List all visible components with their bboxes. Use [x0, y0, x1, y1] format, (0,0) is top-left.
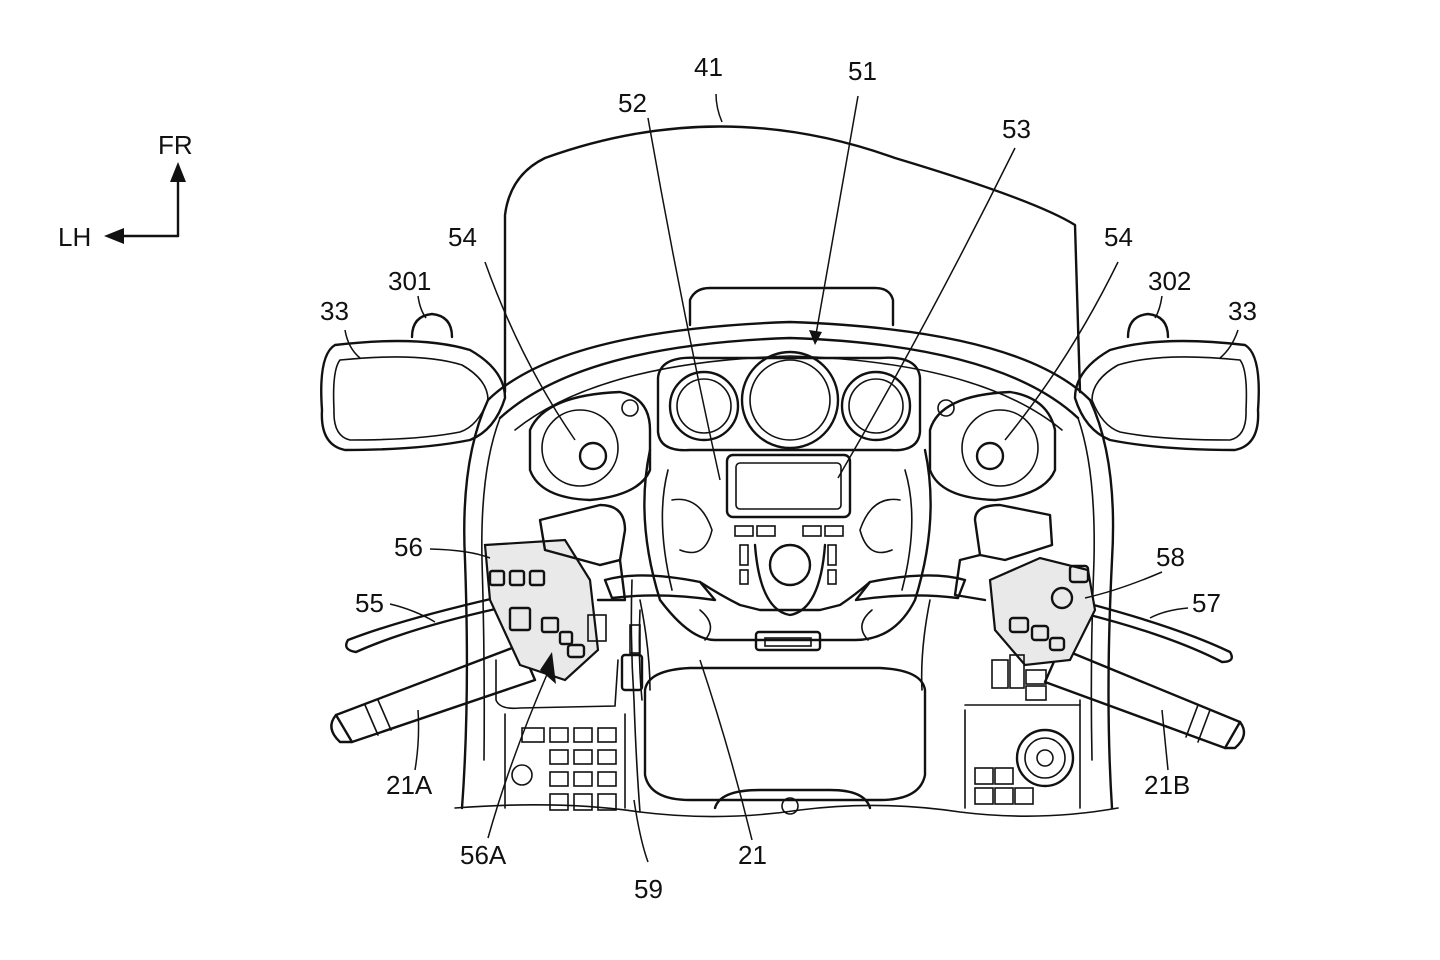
left-switch-button: [540, 652, 556, 684]
fairing-upper-arc: [486, 320, 1092, 402]
speaker-left: [528, 390, 652, 502]
label-right-switch-box: 58: [1156, 542, 1185, 572]
orientation-indicator: FR LH: [58, 130, 193, 252]
label-harness: 59: [634, 874, 663, 904]
speaker-right: [928, 390, 1057, 502]
handlebar: [603, 574, 717, 602]
leader-lines: [344, 93, 1239, 863]
right-dial: [1015, 728, 1075, 788]
label-mirror-right: 33: [1228, 296, 1257, 326]
fairing-upper-arc-inner: [498, 336, 1080, 420]
center-gauge: [740, 350, 840, 450]
label-windshield: 41: [694, 52, 723, 82]
label-speaker-left: 54: [448, 222, 477, 252]
label-left-switch-box: 56: [394, 532, 423, 562]
left-lower-panel: [495, 659, 619, 710]
cut-line: [454, 804, 1119, 818]
right-grip: [1043, 646, 1246, 750]
front-arrow-icon: [170, 162, 186, 182]
label-mirror-left: 33: [320, 296, 349, 326]
left-grip: [330, 643, 537, 744]
mirror-light-right: [1126, 312, 1170, 339]
label-left-switch-button: 56A: [460, 840, 507, 870]
left-switch-box: [483, 538, 600, 684]
fairing-body: [460, 398, 490, 810]
label-meter-panel: 51: [848, 56, 877, 86]
left-lever: [345, 596, 502, 654]
right-switch-box: [988, 556, 1097, 667]
right-button-group: [974, 654, 1075, 805]
mirror-right: [1073, 312, 1260, 452]
mirror-left: [320, 312, 507, 452]
label-center-panel: 52: [618, 88, 647, 118]
right-gauge: [840, 370, 912, 442]
left-button-grid: [511, 727, 617, 811]
wire-harness: [620, 579, 644, 813]
label-display: 53: [1002, 114, 1031, 144]
display-buttons: [734, 525, 844, 585]
gauge-cluster: [656, 350, 922, 452]
label-right-lever: 57: [1192, 588, 1221, 618]
windshield: [503, 125, 1082, 394]
label-mirror-light-left: 301: [388, 266, 431, 296]
label-mirror-light-right: 302: [1148, 266, 1191, 296]
mirror-light-left: [410, 312, 454, 339]
center-dial: [768, 543, 812, 587]
meter-visor: [688, 286, 895, 327]
right-lever: [1084, 602, 1233, 664]
label-left-grip: 21A: [386, 770, 433, 800]
display-screen: [725, 453, 852, 519]
label-speaker-right: 54: [1104, 222, 1133, 252]
left-arrow-icon: [104, 228, 124, 244]
left-gauge: [668, 370, 740, 442]
center-panel: [643, 448, 932, 642]
reference-labels: 41 51 52 53 54 54 33 33 301 302 56 55 58…: [320, 52, 1257, 904]
lower-console: [643, 666, 927, 802]
left-label: LH: [58, 222, 91, 252]
label-handlebar: 21: [738, 840, 767, 870]
front-label: FR: [158, 130, 193, 160]
label-right-grip: 21B: [1144, 770, 1190, 800]
label-left-lever: 55: [355, 588, 384, 618]
